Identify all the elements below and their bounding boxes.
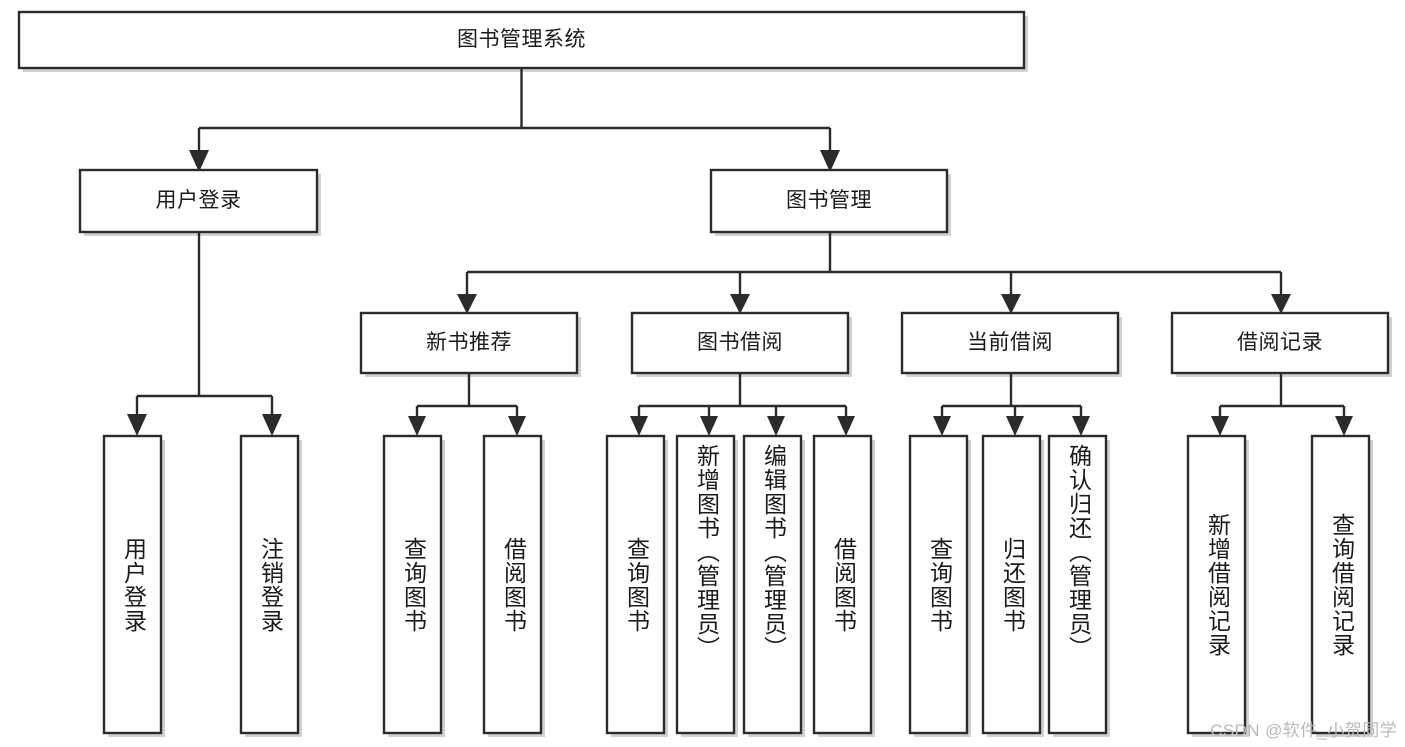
node-root-label: 图书管理系统 [457, 28, 586, 52]
node-current-borrow-label: 当前借阅 [967, 331, 1053, 355]
leaf-user-login-0[interactable] [102, 434, 163, 735]
node-book-manage[interactable] [709, 168, 949, 234]
leaf-user-login-0-label: 用户登录 [120, 536, 147, 633]
node-borrow-record-label: 借阅记录 [1237, 331, 1323, 355]
leaf-user-login-1-label: 注销登录 [257, 536, 284, 633]
node-root[interactable] [17, 10, 1026, 70]
node-book-manage-label: 图书管理 [786, 189, 872, 213]
leaf-current-borrow-2-label: 确认归还（管理员） [1065, 444, 1092, 660]
leaf-book-borrow-1[interactable] [675, 434, 736, 735]
leaf-current-borrow-2[interactable] [1047, 434, 1108, 735]
node-rectangles [17, 10, 1390, 735]
leaf-borrow-record-0[interactable] [1186, 434, 1247, 735]
connector-arrowheads [127, 150, 1353, 436]
leaf-borrow-record-0-label: 新增借阅记录 [1204, 512, 1231, 657]
leaf-current-borrow-1[interactable] [981, 434, 1042, 735]
leaf-current-borrow-1-label: 归还图书 [999, 536, 1026, 633]
leaf-book-borrow-3[interactable] [812, 434, 873, 735]
leaf-new-book-1[interactable] [482, 434, 543, 735]
leaf-book-borrow-0-label: 查询图书 [623, 536, 650, 633]
leaf-new-book-1-label: 借阅图书 [500, 536, 527, 633]
leaf-book-borrow-2-label: 编辑图书（管理员） [760, 444, 787, 660]
leaf-borrow-record-1-label: 查询借阅记录 [1328, 512, 1355, 657]
node-book-borrow[interactable] [630, 311, 850, 375]
node-new-book-recommend-label: 新书推荐 [426, 331, 512, 355]
node-book-borrow-label: 图书借阅 [697, 331, 783, 355]
leaf-borrow-record-1[interactable] [1310, 434, 1371, 735]
node-user-login[interactable] [78, 168, 319, 234]
leaf-new-book-0[interactable] [382, 434, 443, 735]
node-user-login-label: 用户登录 [155, 189, 242, 213]
leaf-book-borrow-0[interactable] [605, 434, 666, 735]
leaf-book-borrow-1-label: 新增图书（管理员） [693, 444, 720, 660]
node-borrow-record[interactable] [1170, 311, 1390, 375]
connector-lines [135, 68, 1346, 419]
leaf-book-borrow-2[interactable] [742, 434, 803, 735]
leaf-current-borrow-0-label: 查询图书 [926, 536, 953, 633]
node-current-borrow[interactable] [900, 311, 1120, 375]
leaf-user-login-1[interactable] [239, 434, 300, 735]
node-new-book-recommend[interactable] [359, 311, 579, 375]
leaf-current-borrow-0[interactable] [908, 434, 969, 735]
leaf-new-book-0-label: 查询图书 [400, 536, 427, 633]
leaf-book-borrow-3-label: 借阅图书 [830, 536, 857, 633]
